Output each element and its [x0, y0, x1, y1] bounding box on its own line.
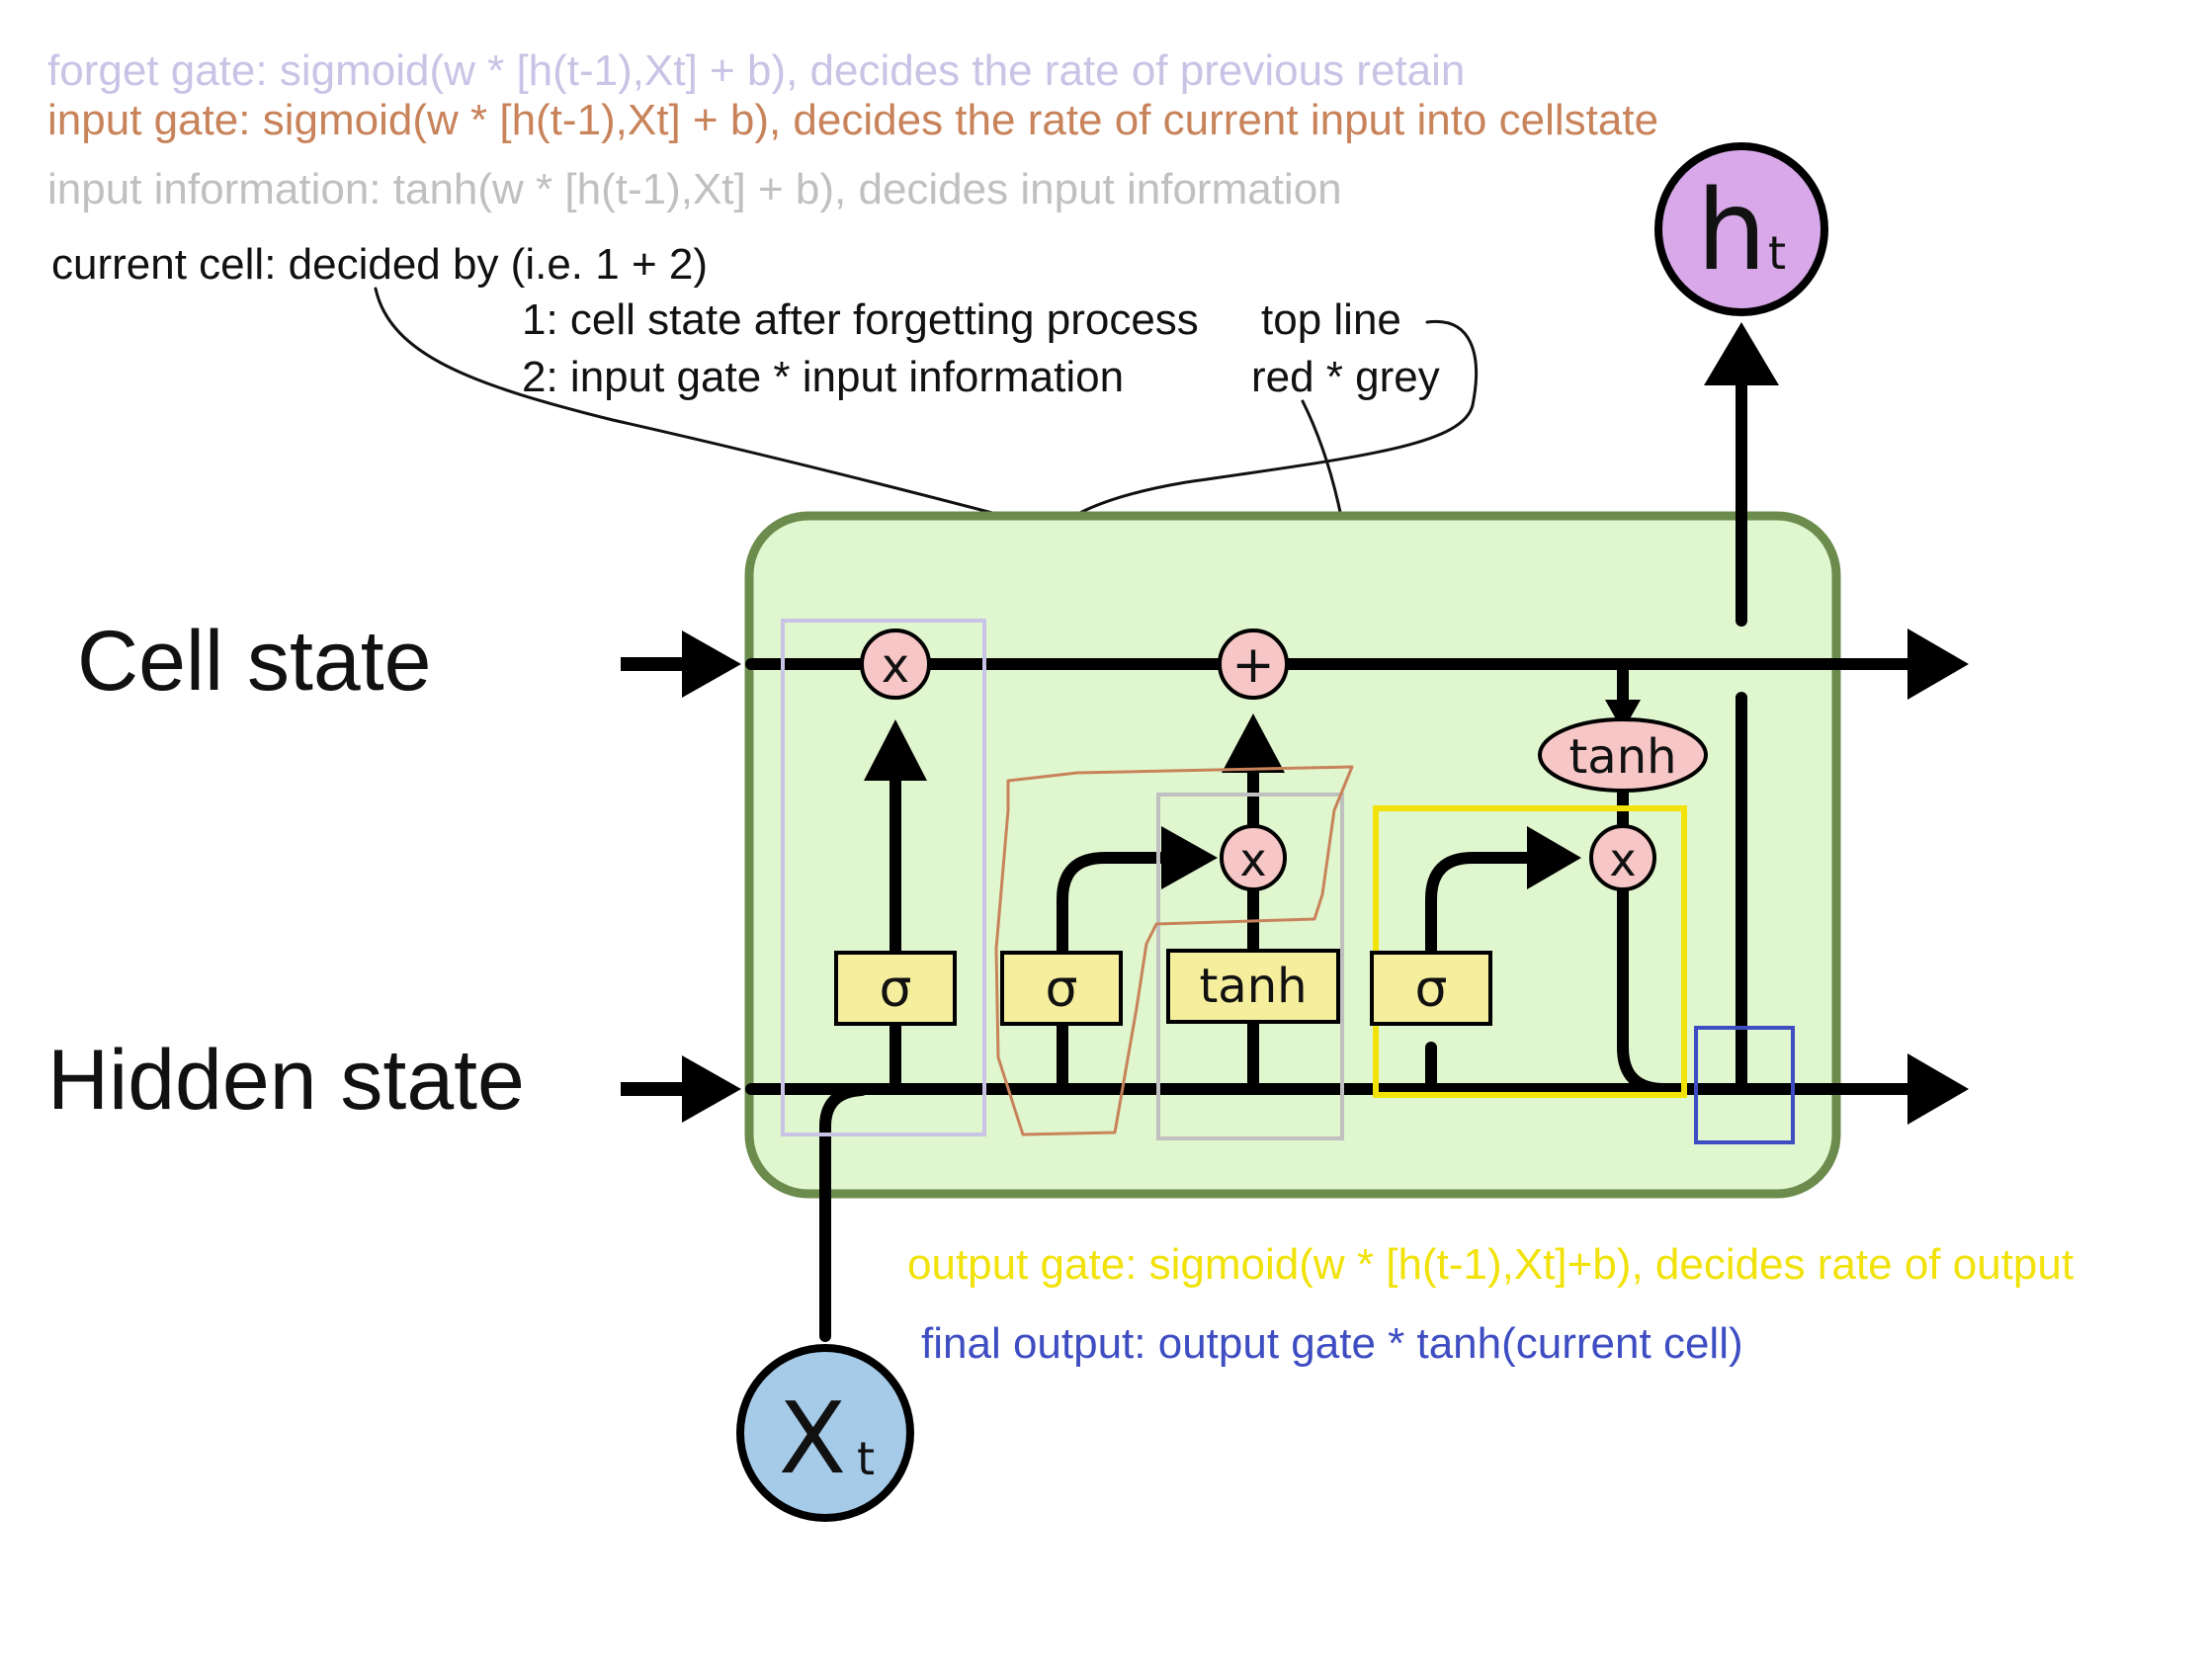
arrowheads — [621, 322, 1969, 1125]
final-output-box — [1694, 1026, 1795, 1144]
tanh-label: tanh — [1568, 729, 1676, 785]
step2-annotation: 2: input gate * input information — [522, 353, 1124, 401]
output-right-arrow — [1527, 826, 1581, 889]
output-to-hidden — [1617, 880, 1745, 1095]
final-output-annotation: final output: output gate * tanh(current… — [921, 1319, 1743, 1368]
op-forget-multiply: x — [860, 629, 931, 700]
ht-main-label: h — [1697, 167, 1767, 295]
sigma-label: σ — [1415, 960, 1448, 1019]
cell-in-arrow — [682, 630, 741, 698]
xt-main-label: X — [779, 1381, 847, 1496]
hidden-in-shaft — [621, 1082, 684, 1096]
multiply-label: x — [1609, 833, 1636, 886]
info-gate-box — [1156, 793, 1344, 1140]
input-gate-freehand — [994, 765, 1354, 1136]
forget-gate-annotation: forget gate: sigmoid(w * [h(t-1),Xt] + b… — [47, 46, 1465, 95]
flow-lines — [745, 379, 1913, 1342]
cell-in-shaft — [621, 657, 684, 671]
sigma-label: σ — [1046, 960, 1078, 1019]
op-output-multiply: x — [1589, 824, 1656, 891]
gate-sigma-input: σ — [1000, 951, 1123, 1026]
tanh-label: tanh — [1199, 959, 1307, 1014]
top-line-annotation: top line — [1261, 295, 1401, 344]
op-cell-add: + — [1218, 629, 1289, 700]
hidden-out-arrow — [1907, 1053, 1969, 1125]
ht-up-arrow — [1704, 322, 1779, 385]
ht-node: h t — [1654, 142, 1828, 316]
ht-sub-label: t — [1768, 226, 1786, 280]
xt-input-line — [819, 1084, 868, 1342]
input-gate-annotation: input gate: sigmoid(w * [h(t-1),Xt] + b)… — [47, 96, 1658, 144]
xt-sub-label: t — [857, 1432, 875, 1485]
forget-up-arrow — [864, 719, 927, 781]
xt-node: X t — [736, 1344, 914, 1522]
gate-tanh-info: tanh — [1166, 949, 1340, 1024]
input-information-annotation: input information: tanh(w * [h(t-1),Xt] … — [47, 165, 1342, 213]
gate-sigma-forget: σ — [834, 951, 957, 1026]
sigma-label: σ — [880, 960, 912, 1019]
input-right-arrow — [1161, 826, 1218, 889]
red-grey-annotation: red * grey — [1251, 353, 1440, 401]
cell-out-arrow — [1907, 629, 1969, 700]
output-gate-curve — [1425, 852, 1533, 1093]
info-up-arrow — [1222, 714, 1285, 773]
op-output-tanh: tanh — [1538, 717, 1708, 793]
multiply-label: x — [882, 638, 909, 694]
gate-sigma-output: σ — [1370, 951, 1492, 1026]
multiply-label: x — [1239, 833, 1266, 886]
op-input-multiply: x — [1220, 824, 1287, 891]
hidden-in-arrow — [682, 1055, 741, 1123]
current-cell-annotation: current cell: decided by (i.e. 1 + 2) — [51, 240, 708, 289]
step1-annotation: 1: cell state after forgetting process — [522, 295, 1199, 344]
cell-state-label: Cell state — [77, 614, 432, 709]
tanh-down-arrow — [1605, 700, 1641, 731]
output-gate-annotation: output gate: sigmoid(w * [h(t-1),Xt]+b),… — [907, 1240, 2074, 1289]
hidden-state-label: Hidden state — [47, 1033, 525, 1128]
forget-gate-box — [781, 619, 986, 1136]
add-label: + — [1231, 635, 1275, 695]
input-gate-curve — [1057, 852, 1167, 1093]
